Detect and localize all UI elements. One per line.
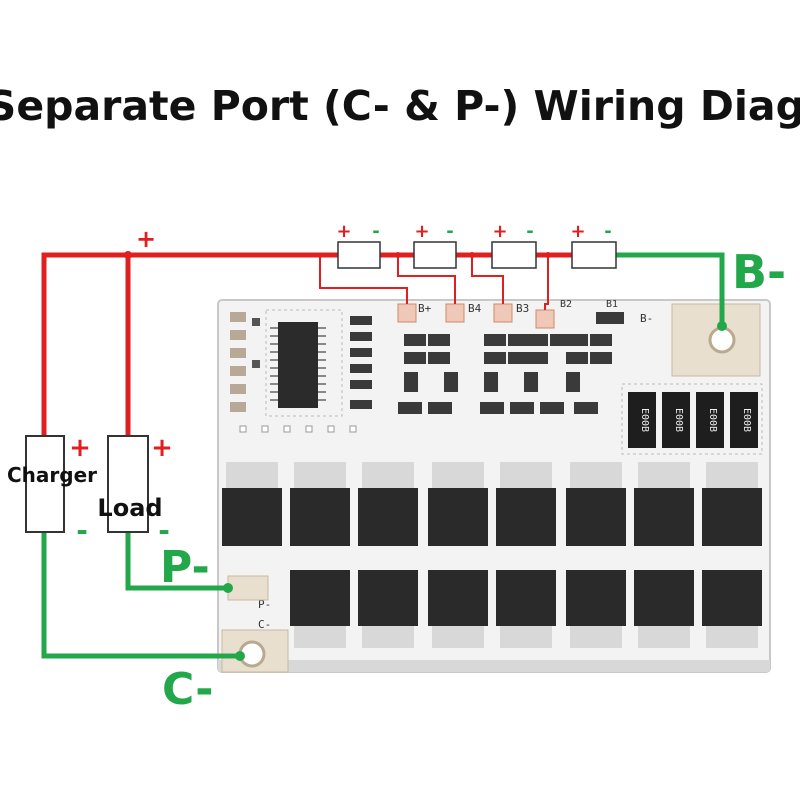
diagram-title: 4S Separate Port (C- & P-) Wiring Diagra…: [0, 82, 800, 130]
cell-1-plus: +: [336, 221, 351, 242]
cell-1-minus: -: [372, 221, 379, 242]
silk-b3: B3: [516, 302, 529, 315]
shunt-resistors: E00B E00B E00B E00B: [621, 383, 763, 455]
charger-box: Charger + -: [7, 433, 97, 547]
cell-4-minus: -: [604, 221, 611, 242]
cell-4: [571, 241, 617, 269]
port-dots: [223, 321, 727, 661]
p-minus-pad: [227, 575, 269, 601]
cell-2-minus: -: [446, 221, 453, 242]
negative-wires: [41, 252, 725, 659]
charger-label: Charger: [7, 463, 97, 487]
mosfet-row-bottom: [290, 570, 762, 648]
cell-4-plus: +: [570, 221, 585, 242]
load-plus: +: [151, 433, 173, 463]
silk-b-minus: B-: [640, 312, 653, 325]
board-silkscreen: B+ B4 B3 B2 B1 B- P- C-: [258, 299, 653, 631]
cell-2: [413, 241, 457, 269]
via-row: [239, 425, 357, 433]
c-minus-pad: [221, 629, 289, 673]
protection-ic: [265, 309, 343, 417]
top-wire-plus: +: [136, 225, 156, 253]
b-minus-pad: [671, 303, 761, 377]
mosfet-row-top: [222, 462, 762, 546]
bms-board: E00B E00B E00B E00B B+ B4 B3 B2 B1 B- P-…: [217, 299, 771, 673]
silk-c-minus: C-: [258, 618, 271, 631]
silk-p-minus: P-: [258, 598, 271, 611]
port-label-c-minus: C-: [162, 664, 214, 715]
silk-b2: B2: [560, 299, 572, 310]
port-label-p-minus: P-: [160, 542, 210, 593]
cell-3-minus: -: [526, 221, 533, 242]
cell-2-plus: +: [414, 221, 429, 242]
balance-pads: [397, 303, 555, 329]
battery-cells: + - + - + - + -: [336, 221, 617, 269]
silk-b1: B1: [606, 299, 618, 310]
resistor-mark: E00B: [673, 408, 684, 432]
load-box: Load + -: [97, 433, 172, 547]
balance-leads: [319, 255, 549, 310]
load-label: Load: [97, 494, 162, 522]
cell-3-plus: +: [492, 221, 507, 242]
charger-minus: -: [76, 514, 88, 547]
silk-b4: B4: [468, 302, 482, 315]
load-minus: -: [158, 514, 170, 547]
capacitor-column: [230, 312, 260, 412]
resistor-mark: E00B: [741, 408, 752, 432]
resistor-mark: E00B: [707, 408, 718, 432]
cell-1: [337, 241, 381, 269]
silk-b-plus: B+: [418, 302, 432, 315]
passive-components: [350, 312, 624, 414]
resistor-mark: E00B: [639, 408, 650, 432]
junction-dots: [124, 251, 551, 259]
charger-plus: +: [69, 433, 91, 463]
cell-3: [491, 241, 537, 269]
positive-wires: [41, 252, 338, 440]
port-label-b-minus: B-: [732, 245, 786, 299]
